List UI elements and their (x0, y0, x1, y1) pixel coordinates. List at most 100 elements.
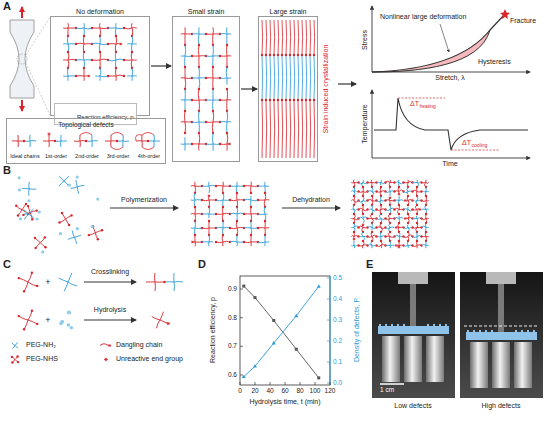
polymer-arm (63, 76, 68, 77)
end-group (305, 99, 307, 101)
polymer-arm (220, 78, 227, 79)
end-group (293, 54, 295, 56)
polymer-chain (294, 55, 296, 100)
end-group (226, 44, 228, 46)
unreactive-end (353, 238, 354, 240)
polymer-arm (425, 223, 427, 228)
polymer-arm (59, 176, 64, 181)
panel-letter: B (3, 164, 11, 177)
unreactive-end (88, 75, 89, 77)
polymer-arm (174, 282, 175, 291)
polymer-arm (198, 34, 200, 45)
legend-row: PEG-NH₂ (26, 341, 56, 349)
hydrolysed-group (76, 176, 79, 179)
plot-label: 0.1 (333, 358, 342, 365)
hydrolysed-group (91, 225, 94, 228)
polymer-arm (99, 23, 100, 28)
polymer-arm (191, 185, 195, 186)
end-group (297, 99, 299, 101)
end-group (75, 75, 77, 77)
polymer-arm (198, 89, 200, 100)
polymer-chain (290, 20, 292, 55)
plot-label: 100 (310, 387, 321, 394)
end-group (229, 227, 231, 229)
figure-rect (426, 336, 444, 382)
hydrolysed-group (35, 217, 38, 220)
figure-line (398, 98, 445, 99)
polymer-arm (76, 59, 84, 60)
loop (111, 133, 123, 136)
end-group (353, 231, 355, 233)
end-group (107, 75, 109, 77)
end-group (257, 199, 259, 201)
polymer-arm (212, 122, 214, 133)
polymer-arm (108, 28, 116, 29)
plot-label: 0.4 (333, 295, 342, 302)
end-group (269, 99, 271, 101)
end-group (36, 323, 38, 325)
end-group (243, 185, 245, 187)
polymer-arm (351, 218, 354, 219)
end-group (362, 240, 364, 242)
end-group (91, 27, 93, 29)
polymer-arm (131, 60, 133, 68)
end-group (58, 221, 60, 223)
polymer-arm (227, 33, 231, 34)
figure-line (440, 24, 449, 52)
polymer-arm (351, 227, 354, 228)
unreactive-end (389, 197, 390, 199)
polymer-arm (399, 232, 400, 237)
figure-line (84, 319, 136, 320)
hydrolysed-group (59, 232, 62, 235)
polymer-arm (380, 183, 382, 186)
polymer-arm (64, 176, 69, 181)
polymer-arm (390, 192, 391, 197)
polymer-arm (74, 141, 80, 142)
polymer-arm (24, 320, 28, 329)
polymer-arm (24, 282, 28, 291)
polymer-arm (174, 281, 183, 282)
end-group (416, 240, 418, 242)
legend-text: PEG-NH₂ (26, 341, 56, 348)
polymer-arm (181, 33, 185, 34)
unreactive-end (405, 199, 406, 201)
polymer-arm (29, 188, 36, 189)
polymer-arm (226, 45, 227, 56)
plot-label: Low defects (394, 402, 431, 410)
polymer-arm (28, 320, 37, 324)
polymer-arm (136, 140, 142, 141)
polymer-arm (28, 182, 30, 189)
end-group (402, 235, 404, 237)
polymer-chain (302, 55, 304, 100)
polymer-arm (202, 213, 209, 214)
polymer-arm (216, 200, 223, 202)
reaction-scheme (11, 272, 183, 364)
figure-path (240, 382, 330, 385)
end-group (393, 208, 395, 210)
polymer-arm (198, 45, 200, 56)
flow-arrow (151, 65, 171, 66)
polymer-arm (108, 60, 116, 62)
polymer-arm (407, 192, 409, 195)
polymer-arm (100, 44, 108, 46)
polymer-arm (68, 60, 70, 68)
polymer-arm (353, 180, 355, 183)
polymer-arm (363, 219, 364, 224)
polymer-arm (362, 246, 364, 249)
polymer-arm (28, 282, 37, 286)
end-group (18, 315, 20, 317)
end-group (123, 59, 125, 61)
polymer-arm (84, 76, 85, 81)
unreactive-end (389, 197, 390, 199)
polymer-arm (250, 196, 251, 200)
polymer-arm (198, 27, 199, 34)
flow-arrow (338, 83, 356, 84)
end-group (389, 213, 391, 215)
polymer-arm (265, 227, 269, 228)
polymer-arm (184, 111, 186, 122)
network (351, 180, 428, 249)
hydrolysed-group (68, 183, 71, 186)
polymer-chain (266, 100, 268, 158)
end-group (18, 277, 20, 279)
polymer-arm (59, 181, 64, 186)
